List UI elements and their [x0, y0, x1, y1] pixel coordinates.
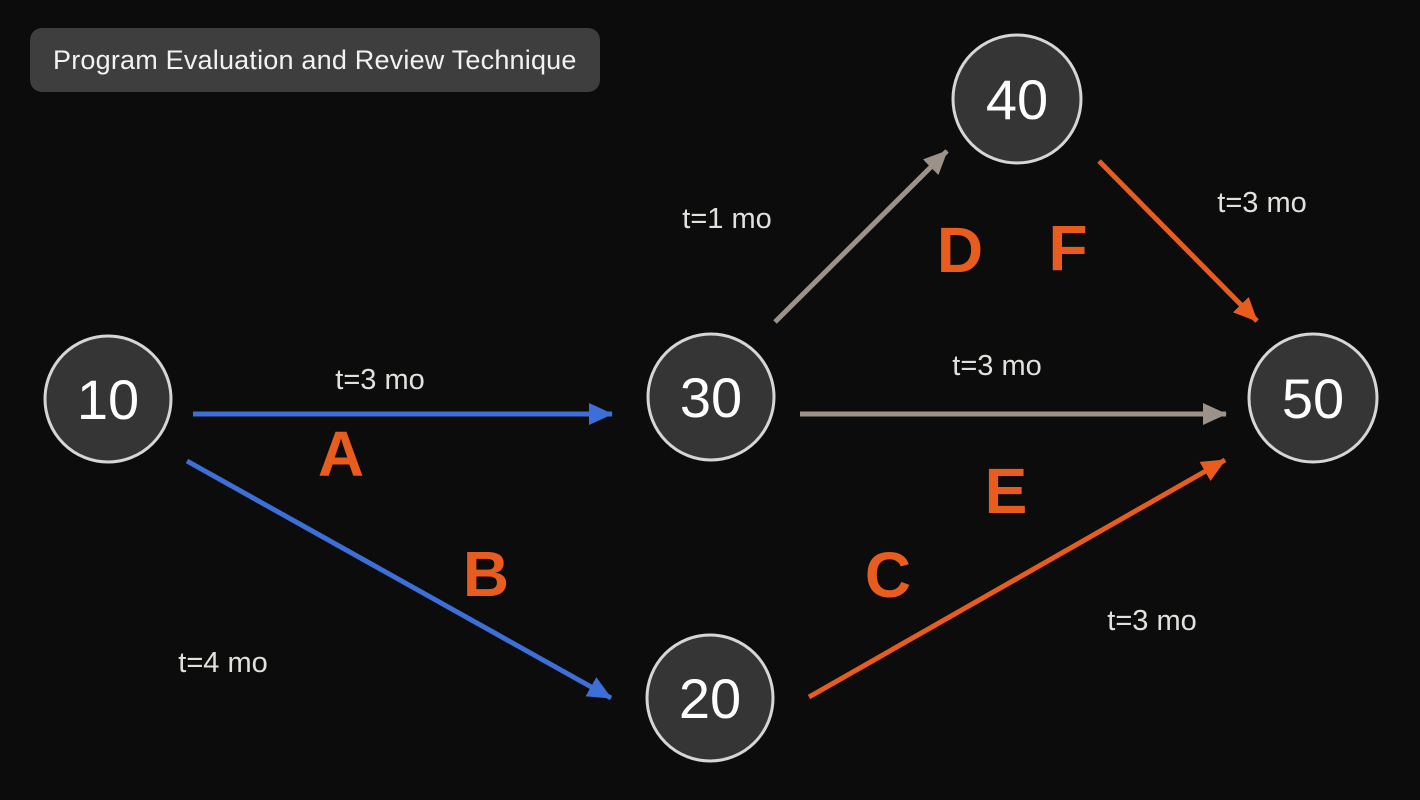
- node-10-circle: [43, 334, 173, 464]
- duration-label-c: t=3 mo: [1107, 605, 1196, 637]
- node-30-circle: [646, 332, 776, 462]
- node-20-label: 20: [679, 667, 741, 730]
- duration-label-a: t=3 mo: [335, 364, 424, 396]
- duration-label-f: t=3 mo: [1217, 187, 1306, 219]
- edge-b-arrow: [185, 458, 613, 701]
- edge-c-arrow: [807, 457, 1227, 700]
- activity-label-b: B: [463, 538, 509, 610]
- activity-label-c: C: [865, 539, 911, 611]
- duration-label-e: t=3 mo: [952, 350, 1041, 382]
- page-title: Program Evaluation and Review Technique: [53, 44, 577, 75]
- duration-label-d: t=1 mo: [682, 203, 771, 235]
- activity-label-d: D: [937, 214, 983, 286]
- node-30-label: 30: [680, 366, 742, 429]
- node-10-label: 10: [77, 368, 139, 431]
- activity-label-f: F: [1048, 212, 1087, 284]
- node-50-label: 50: [1282, 367, 1344, 430]
- node-40-label: 40: [986, 68, 1048, 131]
- title-badge: Program Evaluation and Review Technique: [30, 28, 600, 92]
- node-50: 50: [1247, 332, 1379, 464]
- edge-f-arrow: [1097, 159, 1259, 323]
- node-20: 20: [645, 633, 775, 763]
- node-30: 30: [646, 332, 776, 462]
- node-20-circle: [645, 633, 775, 763]
- edge-d-arrow: [773, 149, 949, 324]
- activity-label-a: A: [318, 418, 364, 490]
- node-50-circle: [1247, 332, 1379, 464]
- node-40: 40: [951, 33, 1083, 165]
- activity-label-e: E: [985, 455, 1028, 527]
- node-10: 10: [43, 334, 173, 464]
- node-40-circle: [951, 33, 1083, 165]
- duration-label-b: t=4 mo: [178, 647, 267, 679]
